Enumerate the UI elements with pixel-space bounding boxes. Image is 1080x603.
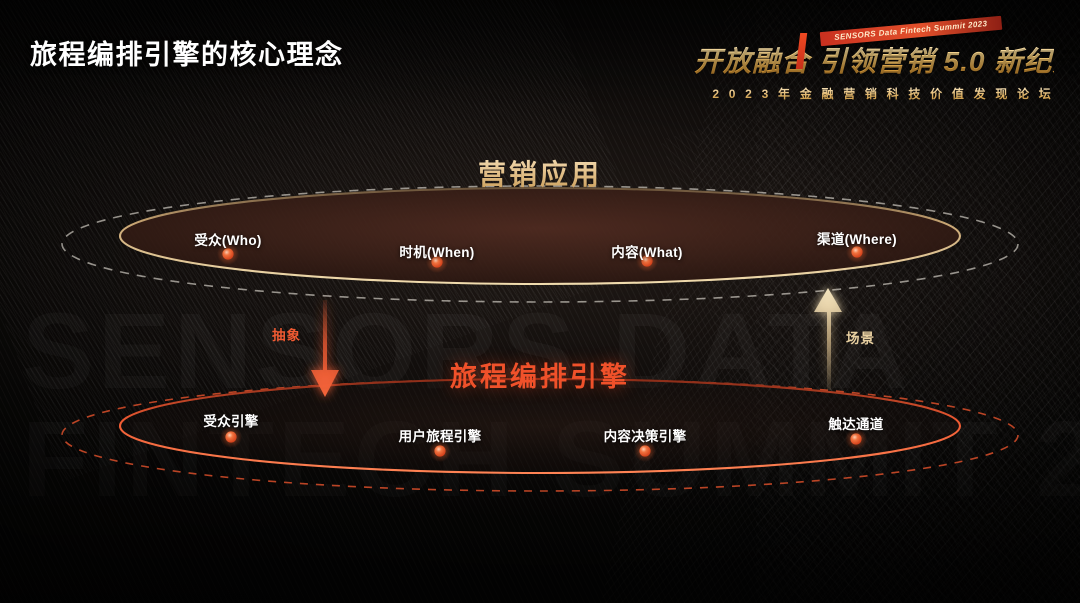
node-dot (426, 251, 448, 273)
bottom-node-label-content-engine: 内容决策引擎 (603, 429, 687, 444)
top-node-label-who: 受众(Who) (194, 233, 262, 248)
top-layer-heading: 营销应用 (478, 153, 602, 193)
bottom-node-label-audience-engine: 受众引擎 (203, 414, 259, 429)
brand-headline: 开放融合 引领营销 5.0 新纪元 (694, 40, 1080, 80)
node-dot (634, 440, 656, 462)
top-node-label-when: 时机(When) (399, 245, 475, 260)
top-node-label-what: 内容(What) (611, 245, 683, 260)
abstraction-arrow-label: 抽象 (272, 328, 301, 343)
node-dot (217, 243, 239, 265)
node-dot (846, 241, 868, 263)
bottom-node-dots (220, 426, 867, 462)
node-dot (220, 426, 242, 448)
page-title: 旅程编排引擎的核心理念 (30, 40, 344, 70)
bottom-node-label-journey-engine: 用户旅程引擎 (398, 429, 482, 444)
event-brand-lockup: SENSORS Data Fintech Summit 2023 开放融合 引领… (694, 15, 1080, 102)
top-node-label-where: 渠道(Where) (817, 232, 897, 247)
top-platform-group (61, 185, 1019, 303)
bottom-node-label-reach-channel: 触达通道 (828, 417, 884, 432)
node-dot (429, 440, 451, 462)
scenario-arrow-label: 场景 (846, 331, 875, 346)
scenario-arrow-icon (814, 288, 842, 390)
node-dot (636, 250, 658, 272)
abstraction-arrow-icon (311, 300, 339, 397)
top-node-dots (217, 241, 868, 273)
bottom-layer-heading: 旅程编排引擎 (450, 362, 630, 392)
bottom-platform-disc (118, 377, 962, 475)
top-outer-dashed-ring (61, 185, 1019, 303)
node-dot (845, 428, 867, 450)
bottom-platform-group (61, 377, 1019, 492)
top-platform-disc (118, 186, 962, 286)
brand-subline: 2 0 2 3 年 金 融 营 销 科 技 价 值 发 现 论 坛 (694, 85, 1054, 102)
